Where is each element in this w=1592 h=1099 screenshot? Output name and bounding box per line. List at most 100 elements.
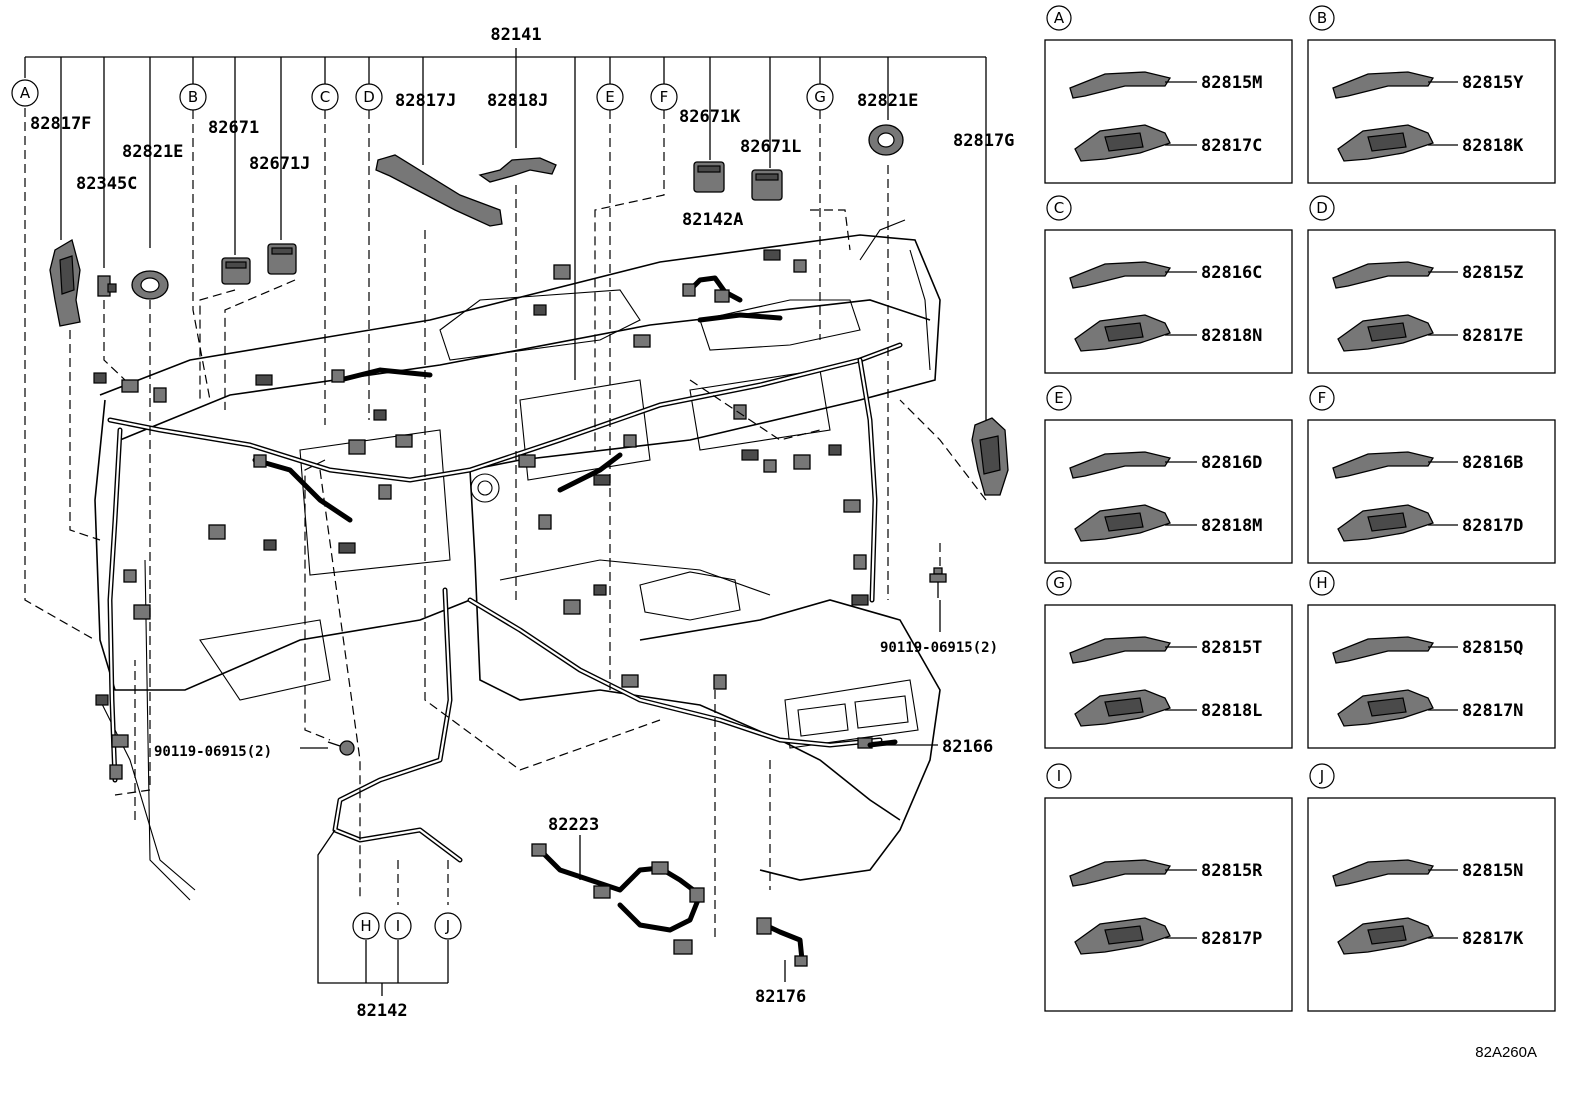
component-82671-relay [221,257,251,285]
callout-B: B [179,83,207,111]
harness-connector [93,372,107,384]
part-82671K-label: 82671K [679,107,741,127]
panel-part-label: 82815Z [1462,263,1523,283]
callout-G: G [806,83,834,111]
svg-text:I: I [1057,767,1061,785]
svg-text:D: D [1316,199,1328,217]
detail-panel-C: C 82816C 82818N [1044,195,1293,374]
panel-letter-B: B [1309,5,1335,31]
svg-text:C: C [320,88,330,106]
harness-connector [741,449,759,461]
harness-connector [828,444,842,456]
panel-letter-J: J [1309,763,1335,789]
component-82142A-harness [682,275,743,303]
part-82817F-label: 82817F [30,114,91,134]
panel-letter-H: H [1309,570,1335,596]
panel-letter-D: D [1309,195,1335,221]
panel-part-shapes [1332,859,1435,955]
panel-part-shapes [1069,261,1172,352]
svg-text:B: B [1317,9,1327,27]
callout-E: E [596,83,624,111]
panel-letter-F: F [1309,385,1335,411]
harness-connector [623,434,637,448]
component-82817J-bracket [375,154,503,227]
panel-letter-G: G [1046,570,1072,596]
svg-text:H: H [1316,574,1327,592]
harness-connector [253,454,267,468]
harness-connector [793,259,807,273]
harness-connector [793,454,811,470]
panel-letter-I: I [1046,763,1072,789]
main-wire-harness [107,312,903,863]
svg-text:E: E [1054,389,1063,407]
component-82223-harness [531,843,705,955]
part-82817G-label: 82817G [953,131,1014,151]
panel-part-label: 82818M [1201,516,1262,536]
component-82345C [97,275,117,297]
component-82821E-left-grommet [131,270,169,300]
panel-part-shapes [1069,71,1172,162]
component-82817G [971,417,1009,496]
main-callouts: A B C D E F G H I J [11,79,834,940]
part-82141-label: 82141 [490,25,541,45]
panel-part-label: 82818N [1201,326,1262,346]
part-82223-label: 82223 [548,815,599,835]
part-82821E-right-label: 82821E [857,91,918,111]
dashed-leaders [24,108,987,940]
panel-part-label: 82815R [1201,861,1263,881]
part-82345C-label: 82345C [76,174,137,194]
panel-part-label: 82816B [1462,453,1523,473]
harness-connector [553,264,571,280]
svg-text:C: C [1054,199,1064,217]
harness-connector [153,387,167,403]
svg-text:G: G [814,88,826,106]
svg-text:I: I [396,917,400,935]
callout-F: F [650,83,678,111]
panel-part-label: 82817D [1462,516,1523,536]
component-bolt-left [327,740,355,756]
detail-panel-A: A 82815M 82817C [1044,5,1293,184]
panel-part-label: 82817N [1462,701,1523,721]
detail-panel-I: I 82815R 82817P [1044,763,1293,1012]
harness-connector [733,404,747,420]
main-assembly: 82141 [11,25,1014,1021]
harness-connector [95,694,109,706]
panel-part-label: 82817K [1462,929,1524,949]
part-82821E-left-label: 82821E [122,142,183,162]
harness-connector [851,594,869,606]
harness-connector [348,439,366,455]
detail-panel-F: F 82816B 82817D [1307,385,1556,564]
harness-connector [843,499,861,513]
main-part-labels: 82817F 82821E 82345C 82671 82671J 82817J… [30,91,1014,1007]
harness-connector [111,734,129,748]
harness-connector [533,304,547,316]
harness-connector [538,514,552,530]
harness-connector [338,542,356,554]
panel-frame [1307,797,1556,1012]
panel-part-label: 82816C [1201,263,1262,283]
part-82142A-label: 82142A [682,210,743,230]
harness-connector [395,434,413,448]
vehicle-body-outline [94,219,941,901]
part-leader-lines [300,600,941,982]
panel-letter-E: E [1046,385,1072,411]
callout-A: A [11,79,39,107]
harness-connector [593,584,607,596]
svg-text:J: J [1319,767,1324,785]
harness-connector [518,454,536,468]
callout-H: H [352,912,380,940]
harness-connector [713,674,727,690]
component-82817F [49,239,81,327]
panel-part-label: 82818L [1201,701,1262,721]
panel-part-label: 82815M [1201,73,1262,93]
panel-letter-C: C [1046,195,1072,221]
svg-text:A: A [1054,9,1065,27]
svg-text:F: F [660,88,669,106]
harness-connectors [93,249,869,780]
callout-D: D [355,83,383,111]
panel-part-label: 82817C [1201,136,1262,156]
panel-part-label: 82817P [1201,929,1262,949]
